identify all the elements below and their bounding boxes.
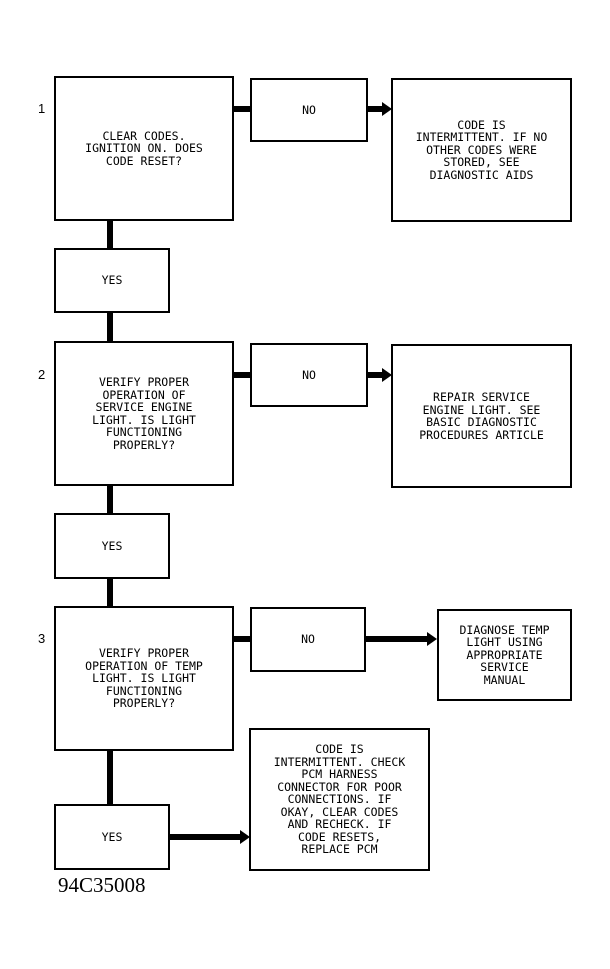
step-2-yes-box: YES [54, 513, 170, 579]
step-2-no-box: NO [250, 343, 368, 407]
step-3-number: 3 [38, 631, 46, 646]
step-2-question-text: VERIFY PROPER OPERATION OF SERVICE ENGIN… [92, 375, 196, 452]
connector [234, 106, 250, 112]
connector [366, 636, 428, 642]
connector [107, 486, 113, 513]
step-3-no-result-text: DIAGNOSE TEMP LIGHT USING APPROPRIATE SE… [459, 622, 550, 687]
connector [170, 834, 241, 840]
arrowhead [382, 368, 392, 382]
step-3-no-result-box: DIAGNOSE TEMP LIGHT USING APPROPRIATE SE… [437, 609, 572, 701]
arrowhead [382, 102, 392, 116]
step-3-no-box: NO [250, 607, 366, 672]
connector [368, 106, 383, 112]
step-1-yes-label: YES [101, 273, 123, 288]
connector [107, 313, 113, 341]
connector [234, 636, 250, 642]
step-2-number: 2 [38, 367, 46, 382]
step-3-yes-label: YES [101, 829, 123, 844]
step-3-yes-result-text: CODE IS INTERMITTENT. CHECK PCM HARNESS … [273, 742, 406, 857]
step-2-no-label: NO [302, 367, 316, 382]
figure-id: 94C35008 [58, 873, 146, 897]
step-1-question-box: CLEAR CODES. IGNITION ON. DOES CODE RESE… [54, 76, 234, 221]
connector [107, 221, 113, 248]
step-2-yes-label: YES [101, 538, 123, 553]
step-1-question-text: CLEAR CODES. IGNITION ON. DOES CODE RESE… [85, 128, 203, 168]
connector [234, 372, 250, 378]
step-1-no-result-box: CODE IS INTERMITTENT. IF NO OTHER CODES … [391, 78, 572, 222]
connector [368, 372, 383, 378]
connector [107, 579, 113, 606]
step-2-no-result-box: REPAIR SERVICE ENGINE LIGHT. SEE BASIC D… [391, 344, 572, 488]
step-1-yes-box: YES [54, 248, 170, 313]
step-1-no-result-text: CODE IS INTERMITTENT. IF NO OTHER CODES … [415, 117, 548, 182]
step-2-no-result-text: REPAIR SERVICE ENGINE LIGHT. SEE BASIC D… [419, 390, 544, 442]
step-1-no-label: NO [302, 102, 316, 117]
step-2-question-box: VERIFY PROPER OPERATION OF SERVICE ENGIN… [54, 341, 234, 486]
arrowhead [240, 830, 250, 844]
step-3-question-text: VERIFY PROPER OPERATION OF TEMP LIGHT. I… [85, 646, 203, 711]
step-1-no-box: NO [250, 78, 368, 142]
step-3-yes-box: YES [54, 804, 170, 870]
step-1-number: 1 [38, 101, 46, 116]
step-3-question-box: VERIFY PROPER OPERATION OF TEMP LIGHT. I… [54, 606, 234, 751]
connector [107, 751, 113, 804]
step-3-no-label: NO [301, 632, 315, 647]
step-3-yes-result-box: CODE IS INTERMITTENT. CHECK PCM HARNESS … [249, 728, 430, 871]
arrowhead [427, 632, 437, 646]
